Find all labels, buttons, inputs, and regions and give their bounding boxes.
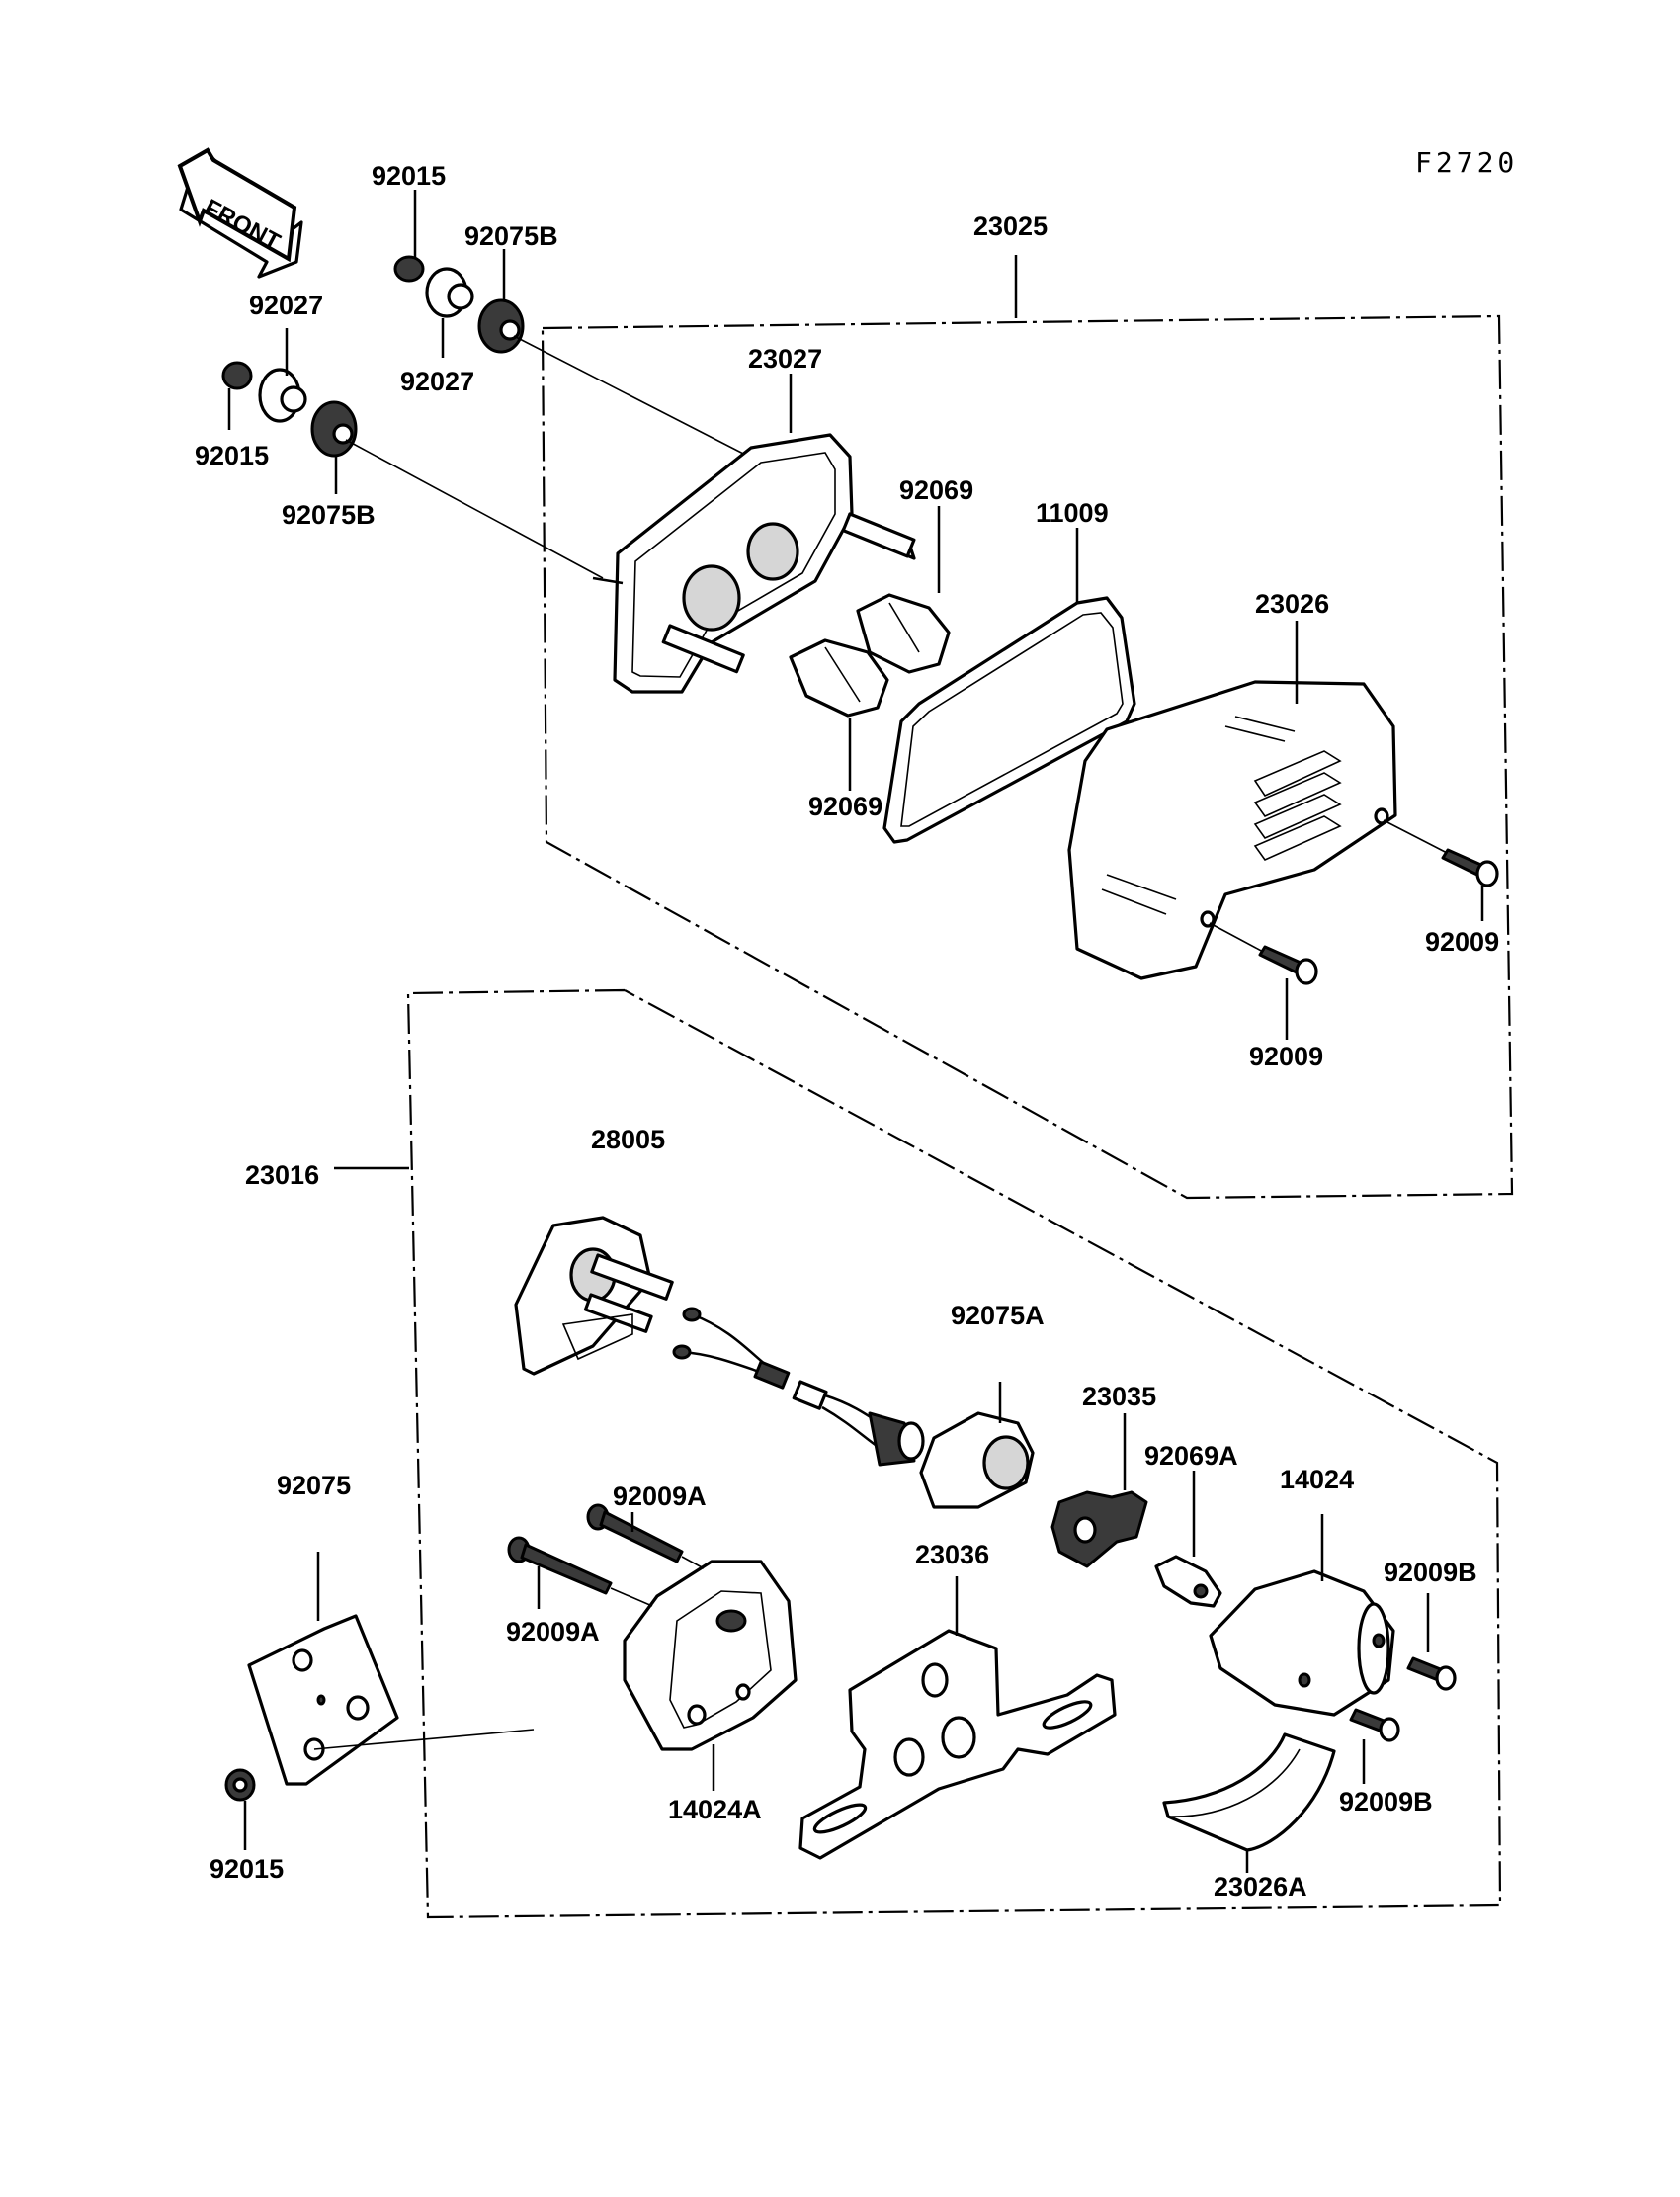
bulb-92069-upper xyxy=(856,593,951,674)
label-92027-b: 92027 xyxy=(400,367,474,396)
label-23026a: 23026A xyxy=(1214,1872,1307,1901)
leaders-upper xyxy=(227,190,1484,1040)
bulb-92069-lower xyxy=(789,638,889,718)
lens-cover-23026 xyxy=(1067,680,1397,980)
label-28005: 28005 xyxy=(591,1125,665,1154)
bracket-23036 xyxy=(798,1576,1117,1860)
label-23026: 23026 xyxy=(1255,589,1329,619)
socket-housing-28005 xyxy=(514,1216,674,1376)
label-11009: 11009 xyxy=(1036,498,1109,528)
lamp-base-23027 xyxy=(592,433,916,694)
label-92027-a: 92027 xyxy=(249,291,323,320)
label-92009-b: 92009 xyxy=(1249,1042,1323,1071)
label-14024a: 14024A xyxy=(668,1795,762,1824)
screw-92009A-lower xyxy=(507,1536,653,1609)
bulb-92069A xyxy=(1154,1471,1222,1608)
label-92009b-a: 92009B xyxy=(1384,1558,1477,1587)
callout-labels: 92015 23025 92075B 92027 92027 23027 920… xyxy=(195,161,1499,1901)
label-92009a-b: 92009A xyxy=(506,1617,600,1647)
front-arrow: FRONT xyxy=(177,147,303,279)
figure-id: F2720 xyxy=(1415,146,1518,179)
group-23025-frame xyxy=(541,255,1514,1200)
label-23016: 23016 xyxy=(245,1160,319,1190)
socket-92075A xyxy=(919,1382,1035,1509)
label-92075b-a: 92075B xyxy=(464,221,558,251)
label-92069-a: 92069 xyxy=(899,475,973,505)
screw-92009B-lower xyxy=(1349,1708,1400,1784)
label-92075: 92075 xyxy=(277,1471,351,1500)
label-92069a: 92069A xyxy=(1144,1441,1238,1471)
label-92015-a: 92015 xyxy=(372,161,446,191)
grommet-set-lower xyxy=(221,361,604,579)
label-92069-b: 92069 xyxy=(808,792,882,821)
group-23016-frame xyxy=(334,988,1502,1919)
label-23035: 23035 xyxy=(1082,1382,1156,1411)
label-14024: 14024 xyxy=(1280,1465,1354,1494)
screw-92009-right xyxy=(1383,819,1499,887)
label-23025: 23025 xyxy=(973,211,1048,241)
label-92009a-a: 92009A xyxy=(613,1481,707,1511)
nut-92015-lower xyxy=(224,1768,256,1850)
screw-92009A-upper xyxy=(586,1503,705,1569)
label-23036: 23036 xyxy=(915,1540,989,1569)
housing-14024A xyxy=(623,1560,798,1791)
label-92015-b: 92015 xyxy=(195,441,269,470)
lens-14024 xyxy=(1209,1514,1395,1717)
grommet-set-upper xyxy=(393,255,750,458)
label-92075a: 92075A xyxy=(951,1301,1045,1330)
label-92009-a: 92009 xyxy=(1425,927,1499,957)
label-92015-c: 92015 xyxy=(210,1854,284,1884)
screw-92009-bottom xyxy=(1209,922,1318,985)
screw-92009B-upper xyxy=(1406,1593,1457,1691)
label-92009b-b: 92009B xyxy=(1339,1787,1433,1817)
label-92075b-b: 92075B xyxy=(282,500,376,530)
reflector-23026A xyxy=(1162,1732,1336,1873)
bracket-23035 xyxy=(1050,1413,1148,1568)
label-23027: 23027 xyxy=(748,344,822,374)
wire-harness xyxy=(672,1307,925,1467)
plate-92075 xyxy=(247,1552,535,1786)
lens-gasket-11009 xyxy=(882,596,1136,844)
